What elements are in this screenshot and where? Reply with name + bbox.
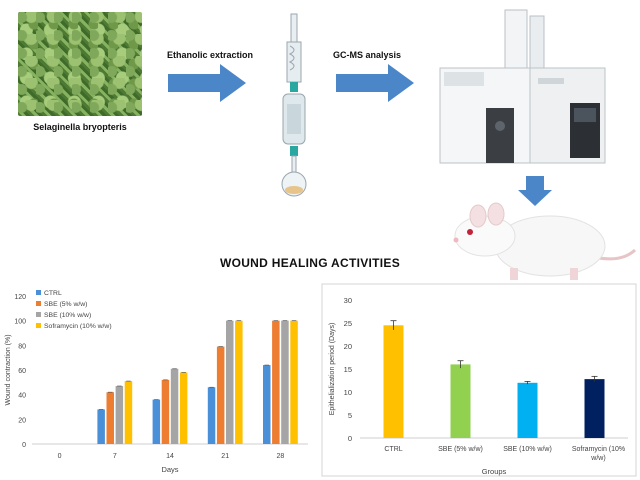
bar-1 (97, 409, 105, 444)
bar-2 (216, 346, 225, 444)
bar-2 (106, 392, 114, 444)
bar-4 (179, 372, 188, 444)
y-tick-label: 60 (18, 368, 26, 375)
x-tick-label: CTRL (384, 446, 402, 453)
bar-1 (263, 365, 271, 444)
plant-caption: Selaginella bryopteris (33, 122, 127, 132)
bar-4 (124, 381, 133, 444)
legend-label: CTRL (44, 290, 62, 297)
bar (383, 325, 404, 438)
y-tick-label: 15 (344, 365, 352, 374)
bar-1 (207, 387, 216, 444)
bar-3 (115, 386, 124, 444)
soxhlet-apparatus-icon (281, 13, 307, 197)
extraction-label: Ethanolic extraction (166, 50, 254, 60)
bar (584, 379, 605, 438)
section-title: WOUND HEALING ACTIVITIES (219, 256, 401, 270)
y-tick-label: 20 (344, 342, 352, 351)
bar-3 (170, 368, 179, 444)
legend-label: SBE (10% w/w) (44, 312, 91, 319)
legend-swatch (36, 312, 41, 317)
x-tick-label: 21 (221, 453, 229, 460)
bar (517, 382, 538, 438)
y-tick-label: 25 (344, 319, 352, 328)
bar-3 (281, 320, 289, 444)
bar-3 (226, 320, 234, 444)
bar (450, 364, 471, 438)
chart-border (321, 283, 637, 477)
x-axis-title: Days (161, 465, 178, 474)
y-tick-label: 80 (18, 343, 26, 350)
y-axis-title: Epithelialization period (Days) (329, 323, 336, 416)
y-tick-label: 30 (344, 296, 352, 305)
y-tick-label: 20 (18, 417, 26, 424)
x-tick-label: 7 (113, 453, 117, 460)
x-tick-label: Soframycin (10%w/w) (572, 446, 625, 462)
y-tick-label: 5 (348, 411, 352, 420)
flow-arrow-down (518, 176, 552, 206)
flow-arrow-1 (168, 64, 246, 102)
selaginella-plant-image (18, 12, 142, 116)
gcms-instrument-icon (439, 9, 606, 164)
legend-swatch (36, 290, 41, 295)
y-tick-label: 0 (348, 434, 352, 443)
rat-image (453, 202, 637, 280)
gcms-label: GC-MS analysis (332, 50, 402, 60)
x-tick-label: 28 (277, 453, 285, 460)
legend-swatch (36, 323, 41, 328)
y-tick-label: 100 (14, 319, 26, 326)
legend-swatch (36, 301, 41, 306)
legend-label: Soframycin (10% w/w) (44, 323, 112, 330)
x-tick-label: SBE (5% w/w) (438, 446, 483, 453)
bar-1 (152, 399, 161, 444)
bar-4 (235, 320, 243, 444)
y-tick-label: 10 (344, 388, 352, 397)
bar-2 (161, 379, 170, 444)
y-tick-label: 0 (22, 442, 26, 449)
y-tick-label: 120 (14, 294, 26, 301)
x-tick-label: SBE (10% w/w) (503, 446, 552, 453)
y-axis-title: Wound contraction (%) (5, 334, 12, 405)
x-tick-label: 14 (166, 453, 174, 460)
x-tick-label: 0 (58, 453, 62, 460)
y-tick-label: 40 (18, 393, 26, 400)
bar-4 (290, 320, 298, 444)
x-axis-title: Groups (482, 467, 507, 476)
legend-label: SBE (5% w/w) (44, 301, 87, 308)
bar-2 (272, 320, 280, 444)
flow-arrow-2 (336, 64, 414, 102)
